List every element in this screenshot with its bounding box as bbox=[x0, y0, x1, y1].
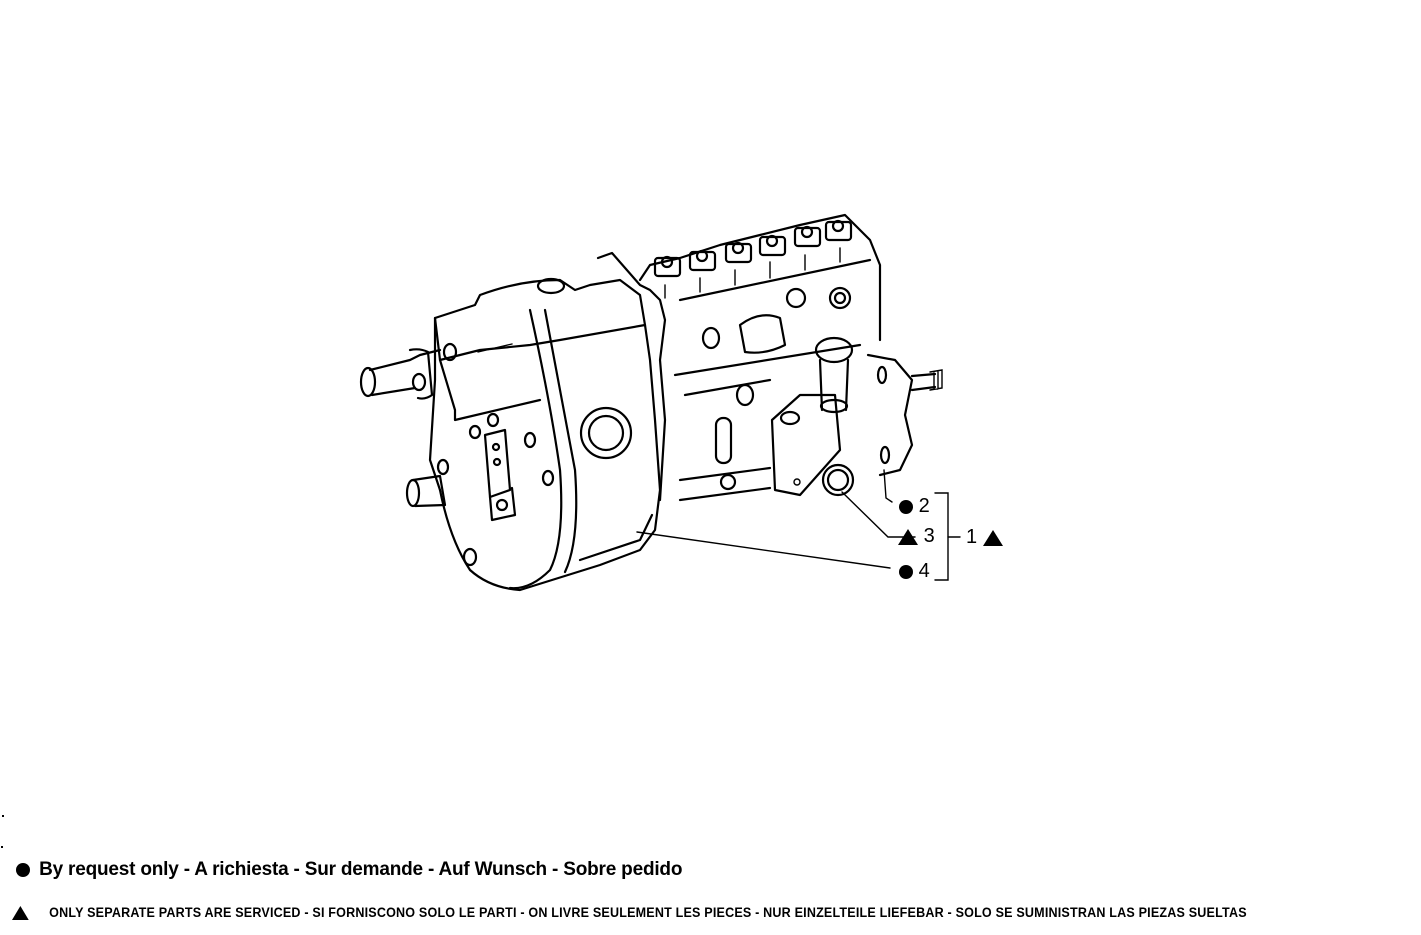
legend-by-request: By request only - A richiesta - Sur dema… bbox=[16, 859, 682, 881]
by-request-dot-icon bbox=[899, 499, 913, 514]
separate-parts-triangle-icon bbox=[982, 529, 1003, 546]
pump-housing bbox=[359, 277, 662, 592]
separate-parts-triangle-icon bbox=[898, 528, 918, 545]
callout-3: 3 bbox=[898, 526, 935, 546]
callout-group-1: 1 bbox=[966, 527, 1003, 547]
scan-speck bbox=[1, 846, 3, 848]
callout-2: 2 bbox=[899, 496, 930, 516]
by-request-dot-icon bbox=[16, 862, 30, 877]
pump-element-block bbox=[596, 213, 943, 502]
separate-parts-triangle-icon bbox=[12, 906, 29, 921]
callout-4: 4 bbox=[899, 561, 930, 581]
scan-speck bbox=[2, 815, 4, 817]
delivery-valves bbox=[653, 219, 853, 299]
legend-separate-parts: ONLY SEPARATE PARTS ARE SERVICED - SI FO… bbox=[12, 905, 1247, 921]
by-request-dot-icon bbox=[899, 564, 913, 579]
